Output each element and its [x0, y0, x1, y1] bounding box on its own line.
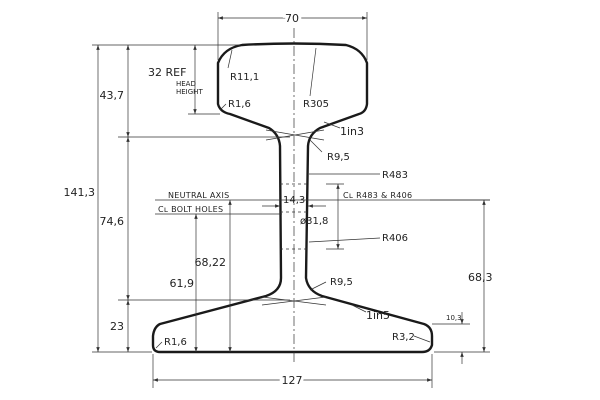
r483-label: R483: [382, 170, 408, 181]
r32-leader: [413, 335, 431, 343]
r16-foot-leader: [155, 341, 163, 349]
centers-label: Cʟ R483 & R406: [343, 191, 412, 200]
foot-height-value: 23: [110, 320, 124, 333]
bolt-holes-label: Cʟ BOLT HOLES: [158, 205, 223, 214]
r406-leader: [308, 237, 381, 243]
slope-1in5-label: 1in5: [366, 309, 390, 322]
r305-label: R305: [303, 99, 329, 110]
top-width-value: 70: [285, 12, 299, 25]
rail-outline: [151, 42, 434, 354]
r11-label: R11,1: [230, 72, 259, 83]
neutral-axis-label: NEUTRAL AXIS: [168, 191, 229, 200]
neutral-axis-height-value: 68,22: [195, 256, 227, 269]
slope-1in3-label: 1in3: [340, 125, 364, 138]
base-width-value: 127: [282, 374, 303, 387]
head-ref-value: 32 REF: [148, 66, 186, 79]
r16-foot-label: R1,6: [164, 337, 187, 348]
web-height-value: 74,6: [100, 215, 125, 228]
overall-height-value: 141,3: [64, 186, 96, 199]
r16-head-label: R1,6: [228, 99, 251, 110]
r95-lower-label: R9,5: [330, 277, 353, 288]
head-ref-caption-2: HEIGHT: [176, 88, 203, 96]
foot-slope-cross: [261, 296, 327, 306]
r95-lower-leader: [309, 281, 327, 291]
head-height-value: 43,7: [100, 89, 125, 102]
r406-label: R406: [382, 233, 408, 244]
slope-1in5-leader: [351, 304, 367, 313]
foot-edge-value: 10,3: [446, 314, 462, 322]
slope-1in3-leader: [323, 121, 341, 129]
r305-leader: [309, 47, 317, 97]
web-thickness-value: 14,3: [283, 195, 305, 206]
r11-leader: [227, 49, 233, 69]
r32-label: R3,2: [392, 332, 415, 343]
bolt-hole-height-value: 61,9: [170, 277, 195, 290]
r95-upper-label: R9,5: [327, 152, 350, 163]
bolt-hole-diameter-value: ø31,8: [300, 216, 328, 227]
head-slope-cross: [265, 129, 325, 141]
head-ref-caption-1: HEAD: [176, 80, 196, 88]
r95-upper-leader: [309, 139, 323, 153]
right-height-value: 68,3: [468, 271, 493, 284]
r16-head-leader: [219, 103, 227, 111]
